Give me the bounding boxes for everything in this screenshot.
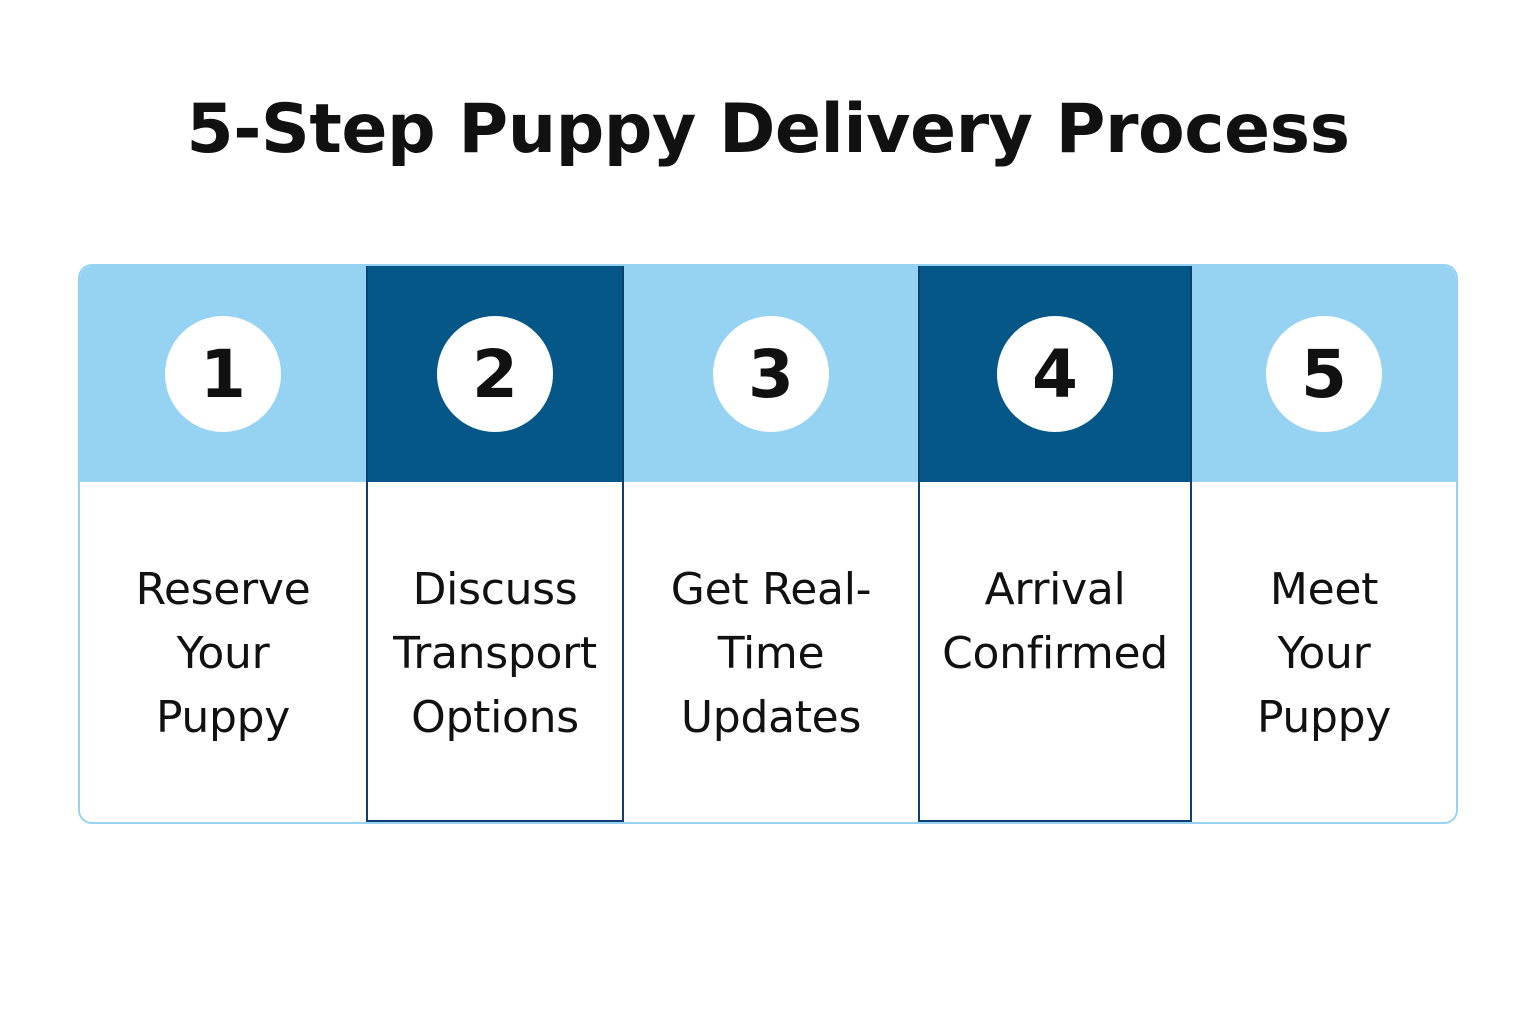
step-4-number: 4 (997, 316, 1113, 432)
step-4-header: 4 (920, 266, 1190, 482)
diagram-title: 5-Step Puppy Delivery Process (186, 90, 1350, 169)
step-2: 2 Discuss Transport Options (366, 266, 624, 822)
step-4-body: Arrival Confirmed (920, 482, 1190, 686)
step-2-header: 2 (368, 266, 622, 482)
step-1-header: 1 (80, 266, 366, 482)
step-5-header: 5 (1192, 266, 1456, 482)
step-3-number: 3 (713, 316, 829, 432)
steps-container: 1 Reserve Your Puppy 2 Discuss Transport… (78, 264, 1458, 824)
step-2-body: Discuss Transport Options (368, 482, 622, 750)
step-4: 4 Arrival Confirmed (918, 266, 1192, 822)
step-3-body: Get Real- Time Updates (624, 482, 918, 750)
step-2-number: 2 (437, 316, 553, 432)
step-1-number: 1 (165, 316, 281, 432)
step-3: 3 Get Real- Time Updates (624, 266, 918, 822)
step-1-body: Reserve Your Puppy (80, 482, 366, 750)
step-4-label: Arrival Confirmed (942, 564, 1168, 679)
step-5: 5 Meet Your Puppy (1192, 266, 1456, 822)
step-5-body: Meet Your Puppy (1192, 482, 1456, 750)
step-5-label: Meet Your Puppy (1256, 564, 1392, 743)
step-3-label: Get Real- Time Updates (670, 564, 872, 743)
step-3-header: 3 (624, 266, 918, 482)
step-1-label: Reserve Your Puppy (135, 564, 311, 743)
step-5-number: 5 (1266, 316, 1382, 432)
step-1: 1 Reserve Your Puppy (80, 266, 366, 822)
step-2-label: Discuss Transport Options (393, 564, 597, 743)
